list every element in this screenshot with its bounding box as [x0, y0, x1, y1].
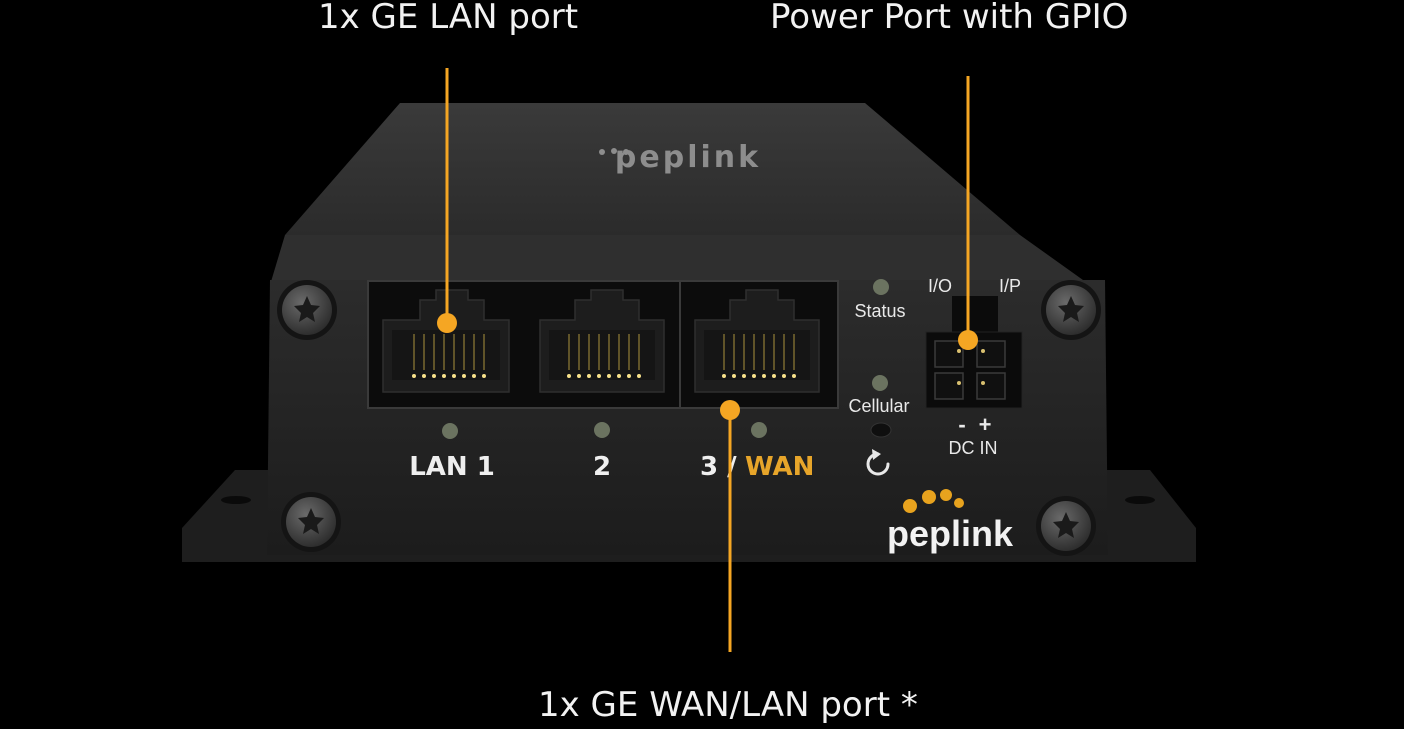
- device-top: [285, 103, 1020, 235]
- reset-icon: [866, 449, 890, 476]
- callout-lan-port: 1x GE LAN port: [318, 0, 579, 37]
- led-status: [873, 279, 889, 295]
- rj45-port-lan1[interactable]: [382, 289, 510, 393]
- label-status: Status: [854, 301, 905, 321]
- callout-power-port: Power Port with GPIO: [770, 0, 1129, 37]
- label-io: I/O: [928, 276, 952, 296]
- label-wan: WAN: [745, 452, 814, 482]
- top-logo: peplink: [615, 140, 761, 175]
- flange-hole-right: [1125, 496, 1155, 504]
- led-cellular: [872, 375, 888, 391]
- label-minus: -: [958, 412, 965, 437]
- svg-text:peplink: peplink: [887, 513, 1014, 554]
- screw-icon: [1036, 496, 1096, 556]
- led-port3: [751, 422, 767, 438]
- label-plus: +: [979, 412, 992, 437]
- callout-wan-port: 1x GE WAN/LAN port *: [538, 685, 918, 725]
- label-ip: I/P: [999, 276, 1021, 296]
- callout-dot-lan: [437, 313, 457, 333]
- label-port2: 2: [593, 452, 611, 482]
- label-port3: 3 /: [700, 452, 737, 482]
- callout-dot-wan: [720, 400, 740, 420]
- peplink-logo: peplink: [887, 489, 1014, 554]
- label-cellular: Cellular: [848, 396, 909, 416]
- reset-button[interactable]: [870, 422, 892, 438]
- power-connector[interactable]: [925, 296, 1023, 409]
- led-lan1: [442, 423, 458, 439]
- top-logo-dot: [599, 149, 605, 155]
- flange-hole-left: [221, 496, 251, 504]
- led-port2: [594, 422, 610, 438]
- callout-dot-power: [958, 330, 978, 350]
- screw-icon: [1041, 280, 1101, 340]
- screw-icon: [281, 492, 341, 552]
- screw-icon: [277, 280, 337, 340]
- label-lan1: LAN 1: [409, 452, 495, 482]
- device-top-bevel: [270, 235, 1090, 285]
- top-logo-dot: [611, 148, 617, 154]
- rj45-port-3-wan[interactable]: [694, 289, 820, 393]
- rj45-port-2[interactable]: [539, 289, 665, 393]
- label-dcin: DC IN: [949, 438, 998, 458]
- top-logo-dot: [623, 149, 629, 155]
